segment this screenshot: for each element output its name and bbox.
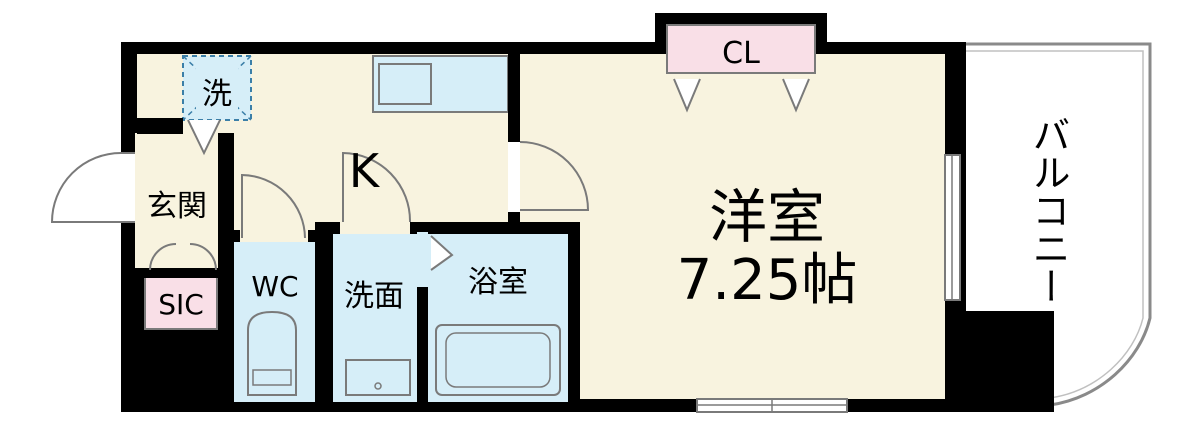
kitchen-sink xyxy=(378,63,432,105)
balcony-corner-wall xyxy=(960,311,1054,412)
entrance-floor xyxy=(135,133,220,270)
sic-door xyxy=(149,243,217,271)
western-room-label: 洋室 xyxy=(709,183,825,251)
washroom-door-swing xyxy=(342,151,412,223)
sic-label: SIC xyxy=(158,288,204,321)
bathroom-door xyxy=(430,235,454,271)
entrance-door-swing xyxy=(50,152,122,223)
kitchen-label: K xyxy=(349,144,381,198)
western-room-size: 7.25帖 xyxy=(677,248,858,313)
wc-label: WC xyxy=(251,270,298,303)
entrance-label: 玄関 xyxy=(147,189,207,224)
closet-label: CL xyxy=(722,36,760,71)
bathroom-label: 浴室 xyxy=(468,265,528,300)
bathtub xyxy=(435,324,561,396)
wc-door-swing xyxy=(241,173,306,239)
balcony-inner-outline xyxy=(966,50,1144,399)
toilet xyxy=(247,310,297,396)
closet-door-right xyxy=(782,78,810,113)
balcony-label: バルコニー xyxy=(1026,115,1070,305)
room-door-swing xyxy=(519,141,590,211)
western-room-floor-upper xyxy=(520,79,945,119)
washroom-label: 洗面 xyxy=(344,279,404,314)
closet-box xyxy=(666,24,816,74)
wash-basin xyxy=(345,359,411,396)
washer-label: 洗 xyxy=(202,77,232,112)
closet-door-left xyxy=(673,78,701,113)
sic-box xyxy=(144,276,218,330)
